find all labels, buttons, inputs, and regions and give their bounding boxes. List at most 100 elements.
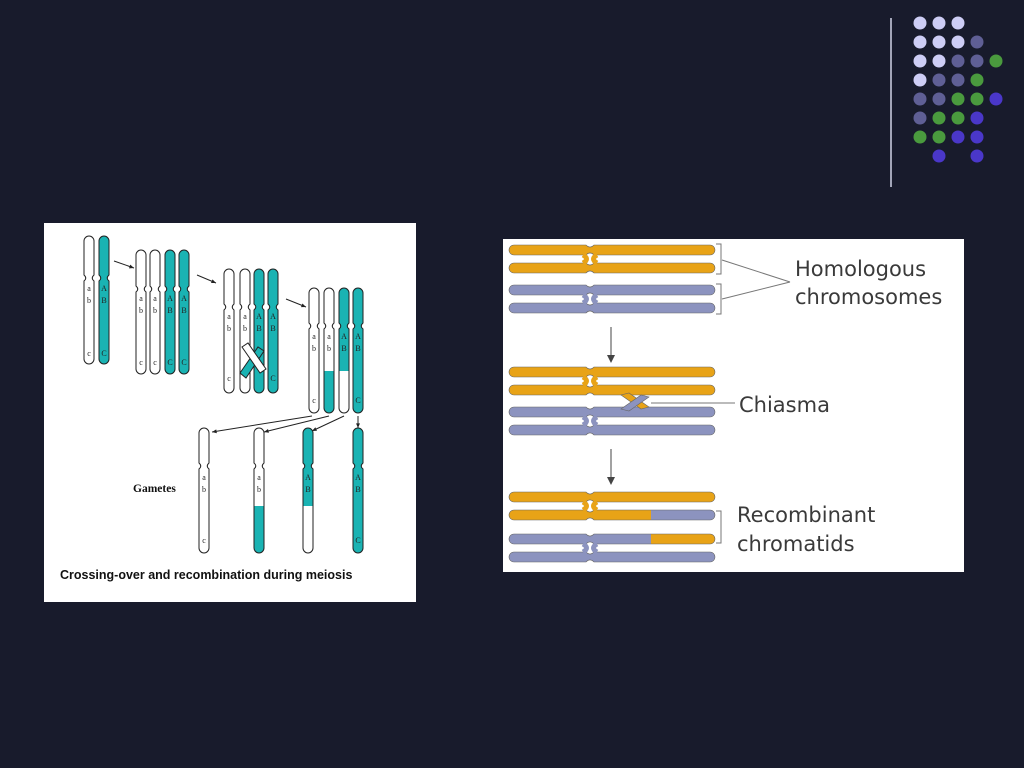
- chromosome-outline: [302, 427, 314, 554]
- decorative-dot: [913, 54, 927, 68]
- chromatid-body: [509, 385, 715, 395]
- chromosome-outline: [308, 287, 320, 414]
- crossover-segment: [324, 371, 334, 413]
- decorative-dot: [932, 111, 946, 125]
- decorative-dot: [951, 35, 965, 49]
- chromatid: [508, 284, 716, 296]
- allele-label: b: [227, 324, 231, 333]
- crossing-over-diagram: abcABCabcabcABCABCabcabABABCabcabABABCab…: [83, 235, 364, 554]
- centromere: [591, 414, 599, 428]
- allele-label: b: [312, 344, 316, 353]
- chromatid-body: [509, 245, 715, 255]
- chromatid-body: [509, 367, 715, 377]
- chromatid-outline: [508, 262, 716, 274]
- allele-label: A: [270, 312, 276, 321]
- decorative-dot: [932, 149, 946, 163]
- allele-label: c: [312, 396, 316, 405]
- chromosome-body: [199, 428, 209, 553]
- chromosome: ABC: [98, 235, 110, 365]
- decorative-dot: [913, 92, 927, 106]
- chromatid-body: [509, 552, 715, 562]
- allele-label: b: [87, 296, 91, 305]
- decorative-dot: [970, 149, 984, 163]
- chromosome: AB: [253, 268, 265, 394]
- chromatid: [508, 533, 716, 545]
- chromosome: AB C: [267, 268, 279, 394]
- chromosome-outline: [253, 427, 265, 554]
- chromosome-outline: [83, 235, 95, 365]
- chromosome-body: [224, 269, 234, 393]
- chromosome-outline: [135, 249, 147, 375]
- allele-label: C: [181, 358, 186, 367]
- arrow-head: [264, 429, 269, 433]
- chromosome: ab: [253, 427, 265, 554]
- gametes-label: Gametes: [133, 483, 176, 495]
- figure-caption: Crossing-over and recombination during m…: [60, 568, 353, 582]
- allele-label: B: [270, 324, 275, 333]
- allele-label: a: [87, 284, 91, 293]
- chromosome-body: [165, 250, 175, 374]
- decorative-dot: [913, 130, 927, 144]
- chromosome-body: [84, 236, 94, 364]
- chromosome: abc: [198, 427, 210, 554]
- allele-label: B: [355, 485, 360, 494]
- chromosome: ABC: [178, 249, 190, 375]
- exchanged-segment: [651, 534, 715, 544]
- chromatid-outline: [508, 244, 716, 256]
- decorative-dot: [951, 73, 965, 87]
- crossover-segment: [254, 506, 264, 553]
- crossover-segment: [339, 371, 349, 413]
- chromosome-outline: [352, 287, 364, 414]
- chromosome-body: [150, 250, 160, 374]
- decorative-dot: [970, 35, 984, 49]
- arrow-head: [312, 427, 317, 431]
- allele-label: c: [202, 536, 206, 545]
- bracket: [716, 510, 722, 544]
- label-recombinant: Recombinant: [737, 503, 876, 527]
- arrow-head: [129, 264, 134, 269]
- allele-label: c: [87, 349, 91, 358]
- allele-label: C: [167, 358, 172, 367]
- allele-label: B: [341, 344, 346, 353]
- allele-label: C: [270, 374, 275, 383]
- allele-label: a: [139, 294, 143, 303]
- arrow-head: [301, 303, 306, 308]
- chromatid-outline: [508, 366, 716, 378]
- allele-label: A: [256, 312, 262, 321]
- chromosome: AB: [338, 287, 350, 414]
- centromere: [581, 292, 589, 306]
- chromosome-outline: [352, 427, 364, 554]
- chromatid-body: [509, 285, 715, 295]
- chiasma-diagram: [508, 243, 791, 563]
- chromatid-body: [509, 263, 715, 273]
- allele-label: B: [167, 306, 172, 315]
- allele-label: B: [101, 296, 106, 305]
- centromere: [591, 499, 599, 513]
- allele-label: a: [312, 332, 316, 341]
- decorative-dot: [913, 35, 927, 49]
- centromere: [581, 541, 589, 555]
- allele-label: A: [167, 294, 173, 303]
- centromere: [591, 541, 599, 555]
- chromosome: AB: [302, 427, 314, 554]
- decorative-dot: [932, 54, 946, 68]
- allele-label: B: [305, 485, 310, 494]
- decorative-dot: [951, 130, 965, 144]
- arrow: [311, 415, 345, 432]
- chromosome-outline: [198, 427, 210, 554]
- allele-label: a: [327, 332, 331, 341]
- chromatid: [508, 262, 716, 274]
- allele-label: A: [101, 284, 107, 293]
- chromosome: ab: [323, 287, 335, 414]
- decorative-dot: [970, 130, 984, 144]
- chromosome: abc: [149, 249, 161, 375]
- label-chiasma: Chiasma: [739, 393, 830, 417]
- decorative-dot: [913, 16, 927, 30]
- allele-label: b: [327, 344, 331, 353]
- decorative-dot: [932, 35, 946, 49]
- decorative-dot: [913, 73, 927, 87]
- dot-grid: [913, 16, 1003, 163]
- centromere: [591, 374, 599, 388]
